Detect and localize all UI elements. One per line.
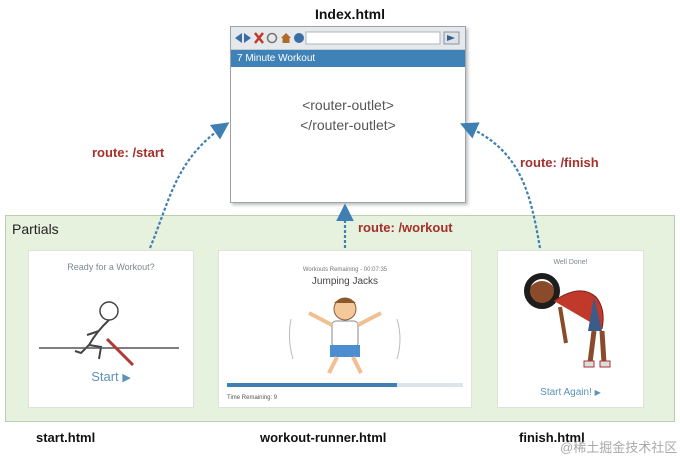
progress-bar [227,383,463,387]
browser-toolbar [231,27,465,50]
forward-icon[interactable] [244,33,251,43]
address-bar[interactable] [305,31,441,45]
router-outlet: <router-outlet> </router-outlet> [231,95,465,135]
router-outlet-close-tag: </router-outlet> [300,117,396,133]
workout-runner-partial-card: Workouts Remaining - 00:07:35 Jumping Ja… [218,250,472,408]
jumping-jacks-illustration [288,297,401,374]
diagram-title: Index.html [314,6,385,22]
app-title-bar: 7 Minute Workout [231,50,465,67]
start-again-button[interactable]: Start Again! ▶ [498,387,643,398]
play-icon: ▶ [594,388,601,397]
finish-partial-card: Well Done! Start Again! ▶ [497,250,644,408]
stretching-person-illustration [524,273,611,368]
start-button[interactable]: Start ▶ [29,369,193,384]
start-button-label: Start [91,369,119,384]
file-label-start: start.html [36,430,96,445]
route-label-start: route: /start [92,145,165,160]
globe-icon [294,33,304,43]
go-icon[interactable] [443,31,460,45]
progress-fill [227,383,397,387]
home-icon[interactable] [281,33,291,43]
time-remaining: Time Remaining: 9 [227,395,278,401]
watermark: @稀土掘金技术社区 [560,440,678,455]
play-icon: ▶ [122,372,131,384]
browser-window: 7 Minute Workout <router-outlet> </route… [230,26,466,203]
route-label-workout: route: /workout [358,220,453,235]
start-heading: Ready for a Workout? [67,262,155,272]
file-label-runner: workout-runner.html [260,430,387,445]
back-icon[interactable] [235,33,242,43]
route-label-finish: route: /finish [520,155,599,170]
close-icon[interactable] [254,32,264,44]
finish-heading: Well Done! [553,259,588,266]
runner-illustration [39,301,179,367]
refresh-icon[interactable] [266,32,278,44]
partials-label: Partials [12,221,59,237]
workouts-remaining: Workouts Remaining - 00:07:35 [302,267,388,273]
router-outlet-open-tag: <router-outlet> [302,97,394,113]
start-partial-card: Ready for a Workout? Start ▶ [28,250,194,408]
app-title: 7 Minute Workout [237,53,316,64]
file-label-finish: finish.html [519,430,585,445]
start-again-label: Start Again! [540,387,592,398]
exercise-name: Jumping Jacks [311,276,379,287]
